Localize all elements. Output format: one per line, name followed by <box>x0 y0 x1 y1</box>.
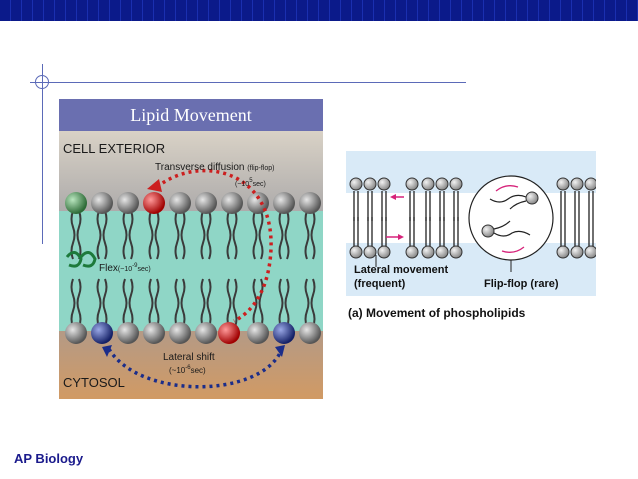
head <box>195 192 217 214</box>
transverse-time: (~105sec) <box>235 178 266 188</box>
lateral-arrowhead-upper <box>390 194 396 200</box>
head-blue <box>91 322 113 344</box>
lateral-shift-label: Lateral shift <box>163 352 215 363</box>
head <box>273 192 295 214</box>
head <box>117 192 139 214</box>
figure-caption: (a) Movement of phospholipids <box>348 306 526 320</box>
upper-leaflet-heads <box>65 192 321 214</box>
lateral-arrowhead-lower <box>398 234 404 240</box>
flip-arrow-bottom <box>501 246 525 253</box>
flipping-head-top <box>525 191 539 205</box>
head <box>169 322 191 344</box>
head <box>91 192 113 214</box>
head <box>299 192 321 214</box>
head <box>247 322 269 344</box>
flex-label: Flex(~10-9sec) <box>99 263 151 274</box>
lower-leaflet-heads <box>65 322 321 344</box>
head <box>143 322 165 344</box>
head <box>195 322 217 344</box>
lateral-movement-sub: (frequent) <box>354 278 406 290</box>
figure-title: Lipid Movement <box>130 105 251 125</box>
decorative-vertical-rule <box>42 64 43 244</box>
flex-arrow-icon <box>65 251 97 268</box>
flip-flop-circle <box>468 175 554 261</box>
cell-exterior-label: CELL EXTERIOR <box>63 141 165 156</box>
lateral-shift-arrow <box>107 348 283 389</box>
head <box>299 322 321 344</box>
flip-flop-label: Flip-flop (rare) <box>484 278 559 290</box>
head <box>117 322 139 344</box>
phospholipid-movement-figure: Lateral movement (frequent) Flip-flop (r… <box>346 151 596 320</box>
lateral-movement-label: Lateral movement <box>354 264 448 276</box>
lateral-arrowhead-right <box>275 345 285 357</box>
transverse-arrowhead <box>147 179 162 192</box>
footer-label: AP Biology <box>14 451 84 466</box>
flip-arrow-top <box>495 185 519 192</box>
head <box>247 192 269 214</box>
upper-leaflet-tails <box>70 210 316 260</box>
head <box>169 192 191 214</box>
head <box>65 322 87 344</box>
transverse-label: Transverse diffusion (flip-flop) <box>155 162 275 173</box>
lipids-left <box>353 191 594 247</box>
lateral-time: (~10-6sec) <box>169 365 206 375</box>
head-green <box>65 192 87 214</box>
title-band <box>59 99 323 131</box>
lipid-movement-figure: Lipid Movement <box>59 99 323 399</box>
cytosol-label: CYTOSOL <box>63 375 125 390</box>
head-red-flip <box>143 192 165 214</box>
lipid-heads <box>349 177 596 259</box>
flipping-tails-top <box>489 194 527 210</box>
title-bar <box>0 0 638 21</box>
lateral-arrowhead-left <box>102 345 112 357</box>
flipping-tails-bottom <box>493 220 531 237</box>
flipping-head-bottom <box>481 224 495 238</box>
lower-leaflet-tails <box>70 278 316 328</box>
head-red-flipped <box>218 322 240 344</box>
crosshair-ornament <box>35 75 49 89</box>
decorative-horizontal-rule <box>30 82 466 83</box>
head-blue <box>273 322 295 344</box>
head <box>221 192 243 214</box>
